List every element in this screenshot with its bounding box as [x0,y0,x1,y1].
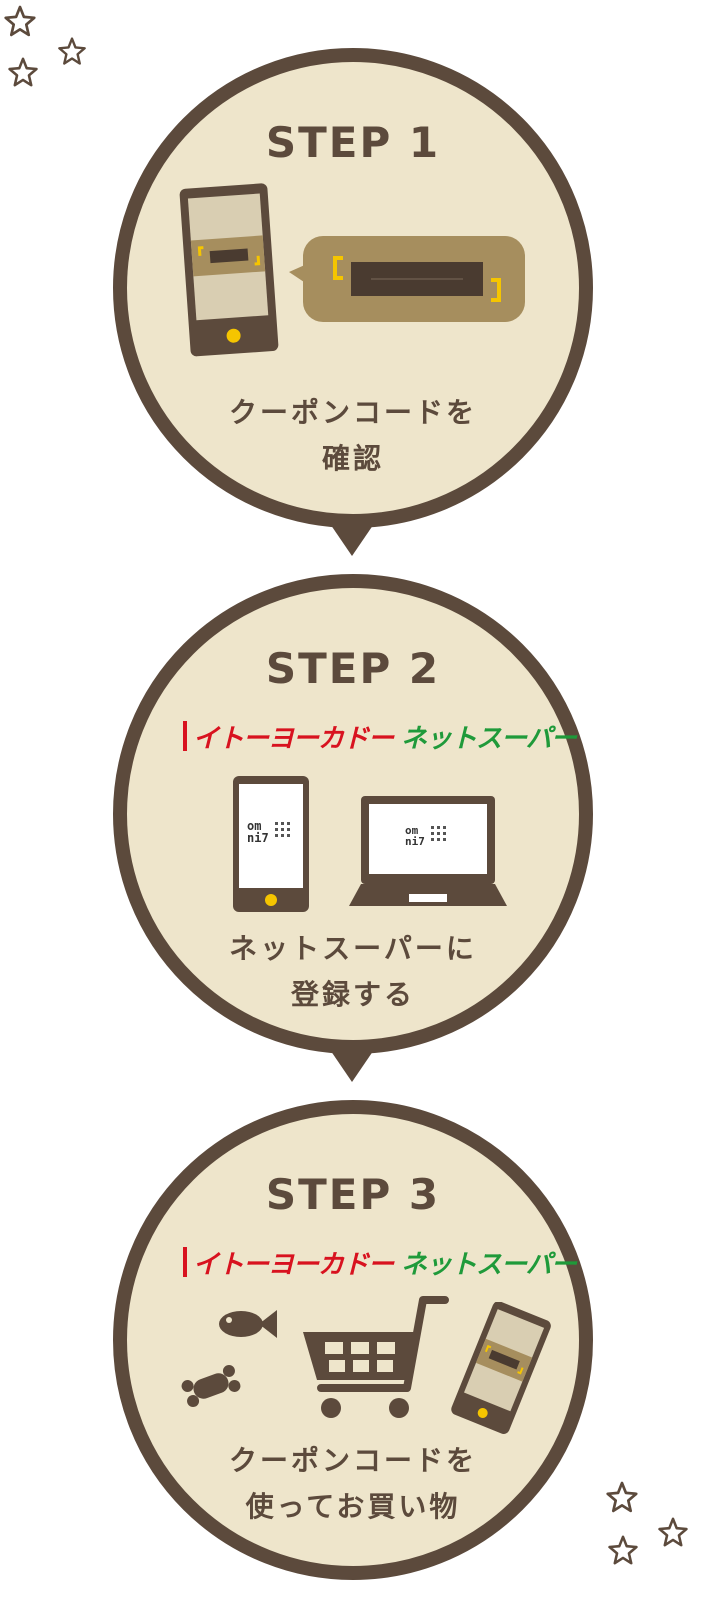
step-1-title: STEP 1 [265,118,441,167]
step-3-text-line1: クーポンコードを [228,1444,477,1477]
step-2-title: STEP 2 [265,644,441,693]
step-2-text: ネットスーパーに 登録する [127,926,579,1018]
shopping-cart-icon [303,1296,449,1418]
star-icon [4,5,36,37]
step-3-text-line2: 使ってお買い物 [245,1490,461,1523]
smartphone-icon [451,1302,551,1434]
step-3-text: クーポンコードを 使ってお買い物 [127,1438,579,1530]
fish-icon [219,1310,277,1338]
bird-logo-icon [183,1247,187,1277]
step-3-title: STEP 3 [265,1170,441,1219]
step-2-text-line2: 登録する [290,978,415,1011]
brand-logo: イトーヨーカドー ネットスーパー [183,1242,577,1282]
step-2-circle: STEP 2 イトーヨーカドー ネットスーパー om ni7 om ni7 [113,574,593,1054]
brand-logo: イトーヨーカドー ネットスーパー [183,716,577,756]
meat-icon [181,1364,241,1408]
star-icon [608,1535,638,1565]
step-2-text-line1: ネットスーパーに [229,932,477,965]
step-1-text-line2: 確認 [321,442,384,475]
omni-logo-top: om [405,824,419,837]
star-icon [606,1481,638,1513]
omni-logo-bottom: ni7 [405,835,425,848]
brand-name-green: ネットスーパー [401,1249,577,1280]
step-3-circle: STEP 3 イトーヨーカドー ネットスーパー [113,1100,593,1580]
omni-logo-top: om [247,819,261,833]
brand-name-green: ネットスーパー [401,723,577,754]
laptop-icon: om ni7 [349,796,507,906]
brand-name-red: イトーヨーカドー [193,1249,394,1280]
star-icon [658,1517,688,1547]
brand-name-red: イトーヨーカドー [193,723,394,754]
coupon-code-bubble-icon [289,236,525,322]
bird-logo-icon [183,721,187,751]
step-1-text: クーポンコードを 確認 [127,390,579,482]
smartphone-icon: om ni7 [233,776,309,912]
star-icon [8,57,38,87]
smartphone-icon [179,183,279,357]
step-1-circle: STEP 1 クーポンコードを 確認 [113,48,593,528]
star-icon [58,37,86,65]
omni-logo-bottom: ni7 [247,831,269,845]
step-1-text-line1: クーポンコードを [228,396,477,429]
